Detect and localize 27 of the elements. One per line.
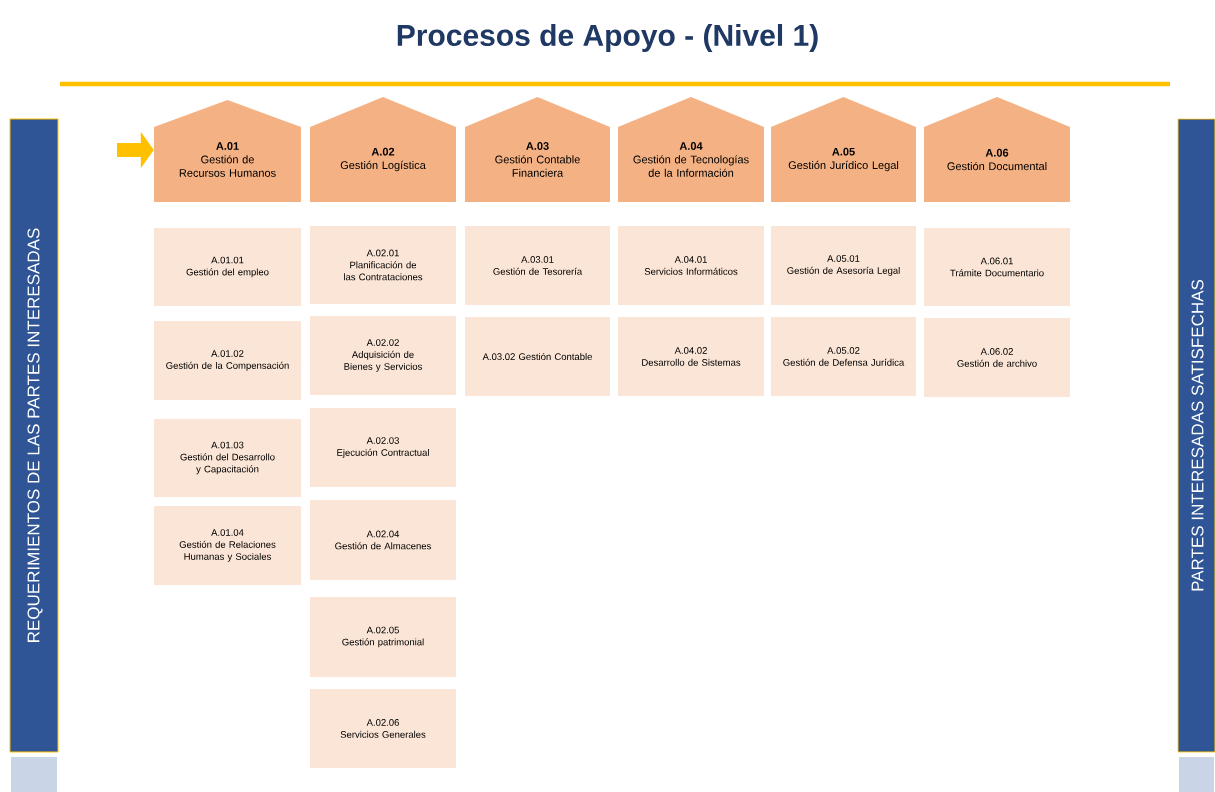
subprocess-box: A.04.01 Servicios Informáticos bbox=[618, 226, 764, 305]
process-header: A.01 Gestión de Recursos Humanos bbox=[154, 100, 301, 202]
side-band: REQUERIMIENTOS DE LAS PARTES INTERESADAS bbox=[9, 118, 59, 753]
process-header: A.04 Gestión de Tecnologías de la Información bbox=[618, 97, 764, 202]
process-header: A.02 Gestión Logística bbox=[310, 97, 456, 202]
subprocess-box: A.02.05 Gestión patrimonial bbox=[310, 597, 456, 677]
subprocess-box: A.02.03 Ejecución Contractual bbox=[310, 408, 456, 487]
subprocess-box: A.05.01 Gestión de Asesoría Legal bbox=[771, 226, 916, 305]
subprocess-box: A.02.04 Gestión de Almacenes bbox=[310, 500, 456, 580]
subprocess-box: A.06.02 Gestión de archivo bbox=[924, 318, 1070, 397]
subprocess-box: A.06.01 Trámite Documentario bbox=[924, 228, 1070, 306]
subprocess-box: A.01.04 Gestión de Relaciones Humanas y Sociales bbox=[154, 506, 301, 585]
process-header: A.05 Gestión Jurídico Legal bbox=[771, 97, 916, 202]
subprocess-box: A.01.03 Gestión del Desarrollo y Capacitación bbox=[154, 419, 301, 497]
process-header: A.03 Gestión Contable Financiera bbox=[465, 97, 610, 202]
subprocess-box: A.03.01 Gestión de Tesorería bbox=[465, 226, 610, 305]
subprocess-box: A.01.02 Gestión de la Compensación bbox=[154, 321, 301, 400]
subprocess-box: A.03.02 Gestión Contable bbox=[465, 317, 610, 396]
title: Procesos de Apoyo - (Nivel 1) bbox=[397, 24, 818, 52]
subprocess-box: A.02.06 Servicios Generales bbox=[310, 689, 456, 768]
subprocess-box: A.02.02 Adquisición de Bienes y Servicios bbox=[310, 316, 456, 395]
process-header: A.06 Gestión Documental bbox=[924, 97, 1070, 202]
subprocess-box: A.05.02 Gestión de Defensa Jurídica bbox=[771, 317, 916, 396]
side-band: PARTES INTERESADAS SATISFECHAS bbox=[1177, 118, 1215, 753]
subprocess-box: A.01.01 Gestión del empleo bbox=[154, 228, 301, 306]
subprocess-box: A.02.01 Planificación de las Contrataciones bbox=[310, 226, 456, 304]
subprocess-box: A.04.02 Desarrollo de Sistemas bbox=[618, 317, 764, 396]
